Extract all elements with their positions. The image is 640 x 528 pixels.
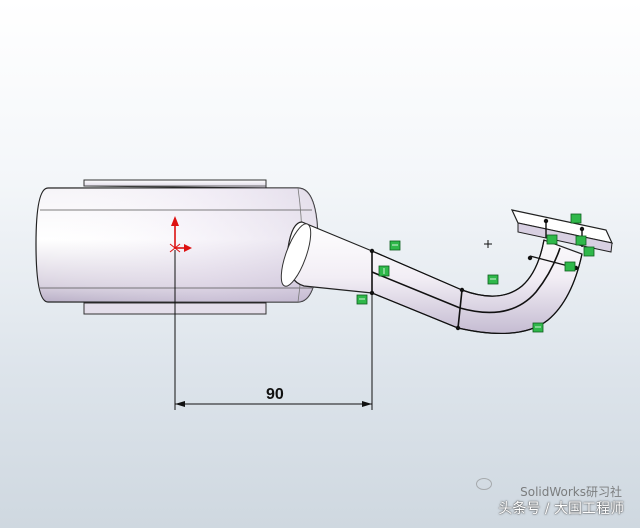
merge-relation-icon	[570, 213, 582, 224]
sketch-point	[579, 226, 585, 232]
merge-relation-icon	[389, 240, 401, 251]
arc-center-icon	[484, 240, 492, 248]
tangent-relation-icon	[487, 274, 499, 285]
merge-relation-icon	[564, 261, 576, 272]
watermark-brand: SolidWorks研习社	[520, 485, 622, 499]
sketch-point	[459, 287, 465, 293]
wechat-icon	[476, 478, 493, 490]
merge-relation-icon	[575, 235, 587, 246]
end-flange[interactable]	[510, 209, 614, 253]
watermark: SolidWorks研习社 头条号 / 大国工程师	[476, 478, 624, 518]
origin-icon[interactable]	[169, 216, 192, 253]
wheel-hub[interactable]	[83, 179, 267, 315]
dimension-value: 90	[266, 386, 284, 403]
sketch-point	[527, 255, 533, 261]
bent-pipe[interactable]	[275, 221, 583, 335]
linear-dimension[interactable]: 90	[174, 250, 373, 410]
sketch-point	[369, 248, 375, 254]
watermark-source: 头条号 / 大国工程师	[498, 501, 624, 517]
merge-relation-icon	[532, 322, 544, 333]
relation-markers[interactable]	[356, 213, 595, 333]
merge-relation-icon	[356, 294, 368, 305]
merge-relation-icon	[546, 234, 558, 245]
merge-relation-icon	[583, 246, 595, 257]
wheel-body[interactable]	[35, 187, 319, 303]
sketch-point	[455, 325, 461, 331]
sketch-point	[543, 218, 549, 224]
